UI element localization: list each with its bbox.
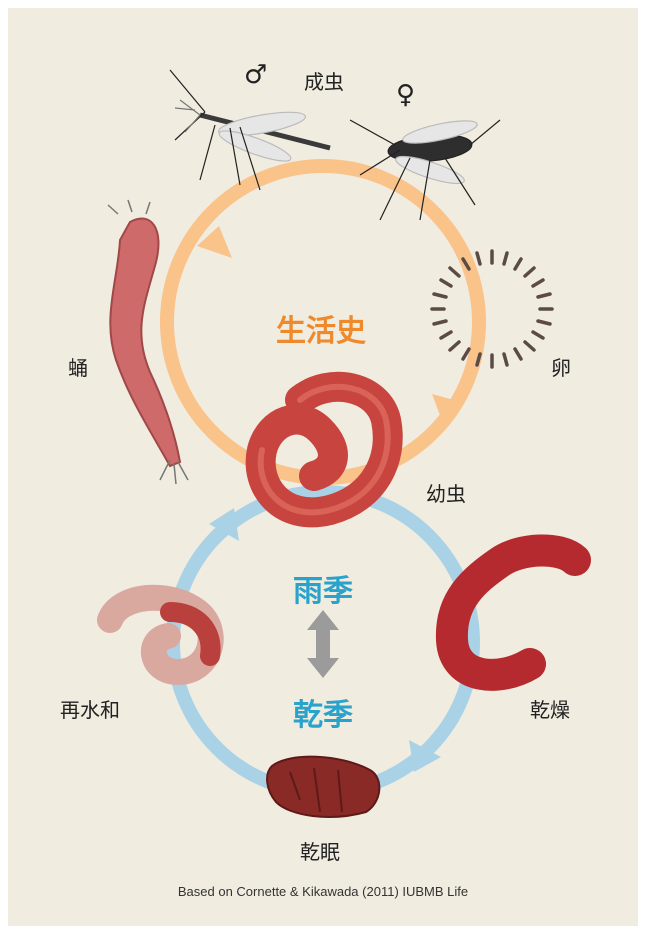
rainy-season-label: 雨季 [293,566,353,610]
adult-label: 成虫 [304,66,344,95]
anhydrobiosis-label: 乾眠 [300,836,340,865]
anhydrobiotic-larva-icon [267,757,379,817]
egg-label: 卵 [551,352,571,381]
male-symbol: ♂ [244,60,267,90]
larva-label: 幼虫 [426,478,466,507]
pupa-icon [108,200,188,484]
female-symbol: ♀ [396,80,415,110]
season-double-arrow [307,610,339,678]
source-credit: Based on Cornette & Kikawada (2011) IUBM… [0,884,646,899]
drying-larva-icon [452,550,575,674]
drying-label: 乾燥 [530,694,570,723]
rehydration-label: 再水和 [60,694,120,723]
egg-ring-icon [432,251,552,367]
pupa-label: 蛹 [68,352,88,381]
dry-season-label: 乾季 [293,690,353,734]
rehydrating-larva-icon [110,598,211,672]
life-cycle-title: 生活史 [276,306,366,350]
